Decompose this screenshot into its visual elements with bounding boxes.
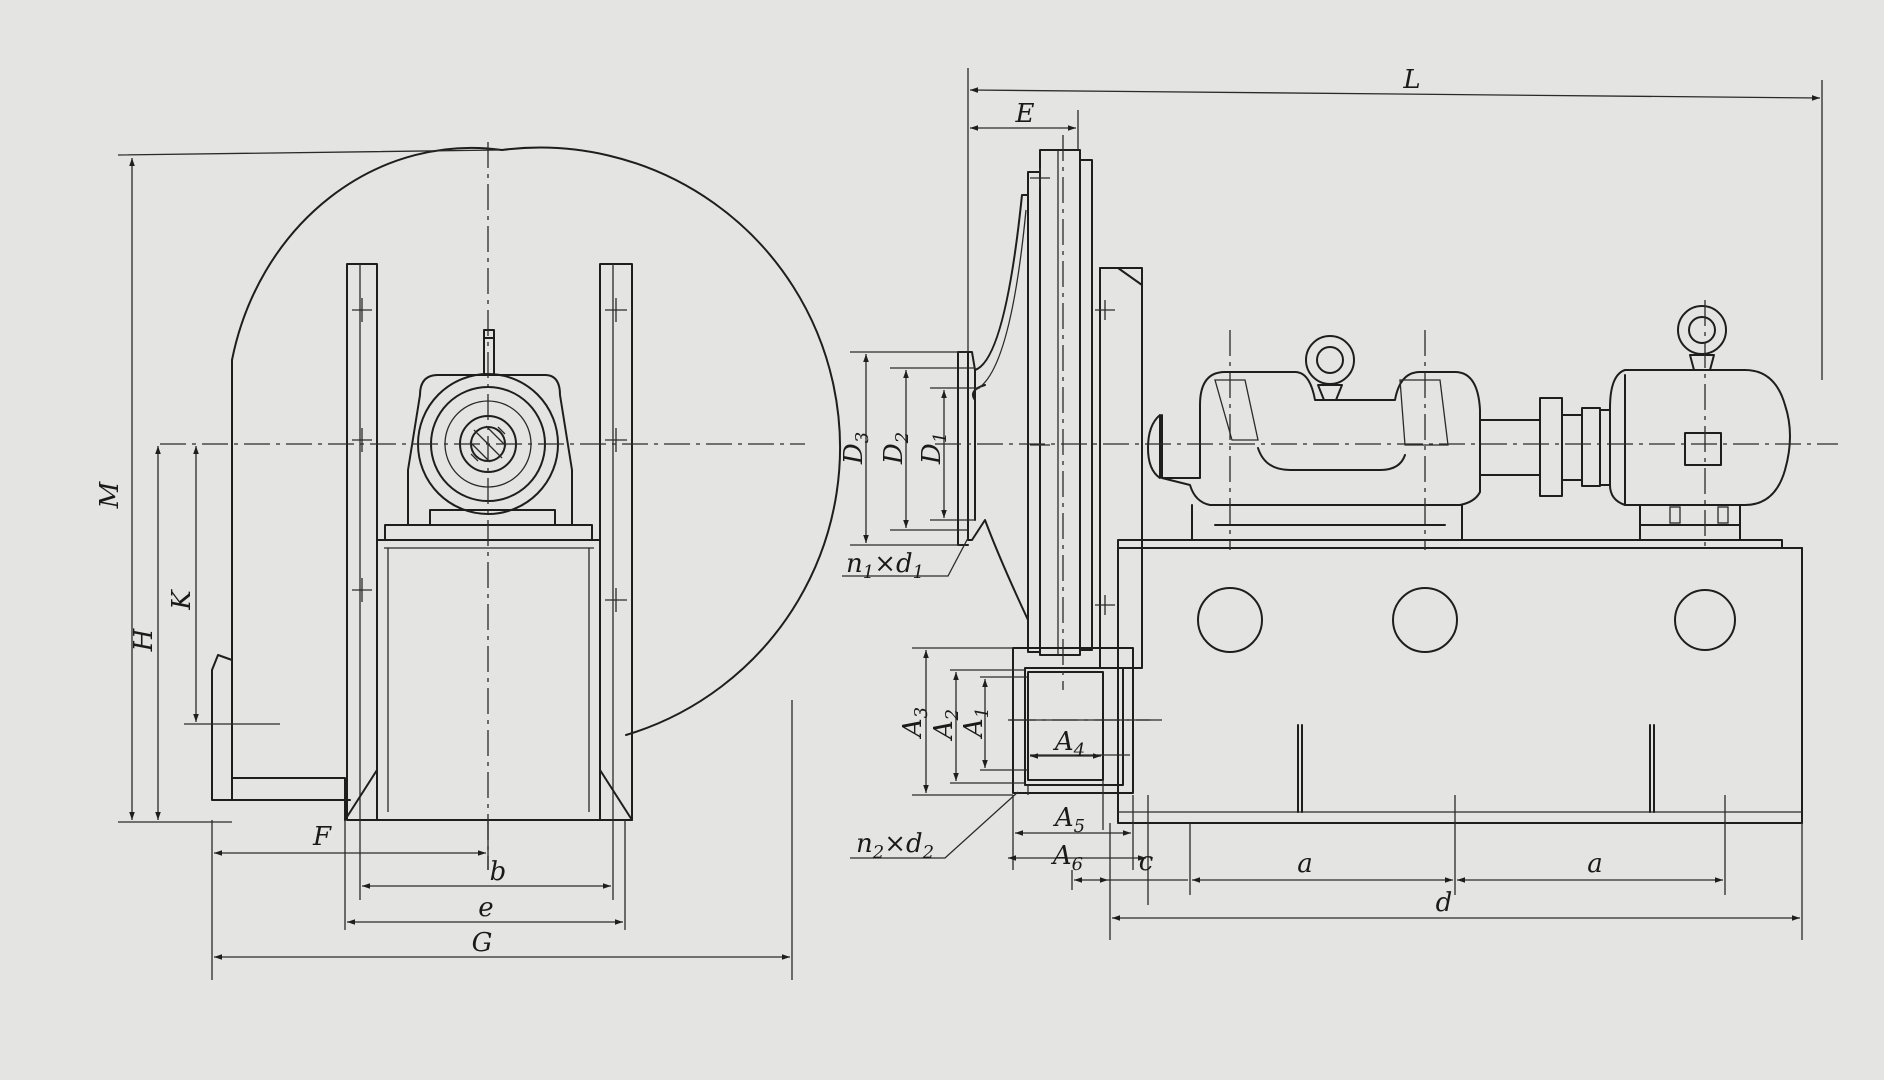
label-A4: A4 bbox=[1053, 727, 1085, 761]
label-D2: D2 bbox=[879, 432, 913, 465]
impeller-rear-plate bbox=[1079, 159, 1093, 651]
side-view: L E D3 D2 D1 n1×d1 A3 A2 A1 A4 A5 A6 n2×… bbox=[839, 65, 1838, 940]
label-H: H bbox=[129, 627, 159, 652]
coupling bbox=[1479, 419, 1541, 476]
label-G: G bbox=[472, 928, 493, 958]
front-view: M H K F b e G bbox=[95, 142, 842, 980]
scroll-casing bbox=[231, 146, 842, 736]
base-hole-3 bbox=[1674, 589, 1736, 651]
label-E: E bbox=[1015, 99, 1035, 129]
base-hole-2 bbox=[1392, 587, 1458, 653]
leader-n2d2 bbox=[850, 791, 1019, 859]
label-A2: A2 bbox=[929, 709, 963, 741]
label-D1: D1 bbox=[917, 432, 951, 465]
label-A1: A1 bbox=[959, 707, 993, 739]
label-n2d2: n2×d2 bbox=[856, 829, 934, 863]
bearing-housing bbox=[407, 374, 573, 526]
outlet-duct bbox=[231, 359, 351, 801]
dim-L bbox=[969, 87, 1821, 101]
label-D3: D3 bbox=[839, 432, 873, 465]
label-F: F bbox=[312, 822, 332, 852]
label-n1d1: n1×d1 bbox=[846, 549, 924, 583]
motor bbox=[1609, 369, 1791, 506]
outlet-flange bbox=[211, 654, 233, 801]
label-A6: A6 bbox=[1051, 841, 1083, 875]
impeller-front-plate bbox=[1027, 171, 1041, 653]
label-b: b bbox=[490, 857, 507, 887]
label-A5: A5 bbox=[1053, 803, 1085, 837]
label-d: d bbox=[1436, 888, 1453, 918]
label-M: M bbox=[95, 480, 125, 509]
leader-n1d1 bbox=[842, 537, 969, 577]
label-A3: A3 bbox=[898, 707, 932, 739]
label-a-right: a bbox=[1587, 849, 1603, 879]
impeller-mid-plate bbox=[1039, 149, 1081, 656]
outlet-opening bbox=[1027, 671, 1104, 781]
oil-cup bbox=[483, 329, 495, 376]
label-c: c bbox=[1139, 847, 1154, 877]
label-e: e bbox=[478, 893, 493, 923]
motor-lift-eye bbox=[1677, 305, 1727, 355]
base-hole-1 bbox=[1197, 587, 1263, 653]
right-column bbox=[599, 263, 633, 821]
column-bolts bbox=[352, 298, 627, 612]
bearing-assembly bbox=[1161, 371, 1481, 506]
left-column bbox=[346, 263, 378, 821]
inlet-cone bbox=[967, 194, 1029, 621]
label-L: L bbox=[1402, 65, 1420, 95]
pedestal bbox=[376, 539, 601, 821]
bearing-lift-eye bbox=[1305, 335, 1355, 385]
motor-terminal-box bbox=[1684, 432, 1722, 466]
bearing-cover bbox=[1099, 267, 1143, 669]
label-K: K bbox=[167, 589, 197, 611]
label-a-left: a bbox=[1297, 849, 1313, 879]
